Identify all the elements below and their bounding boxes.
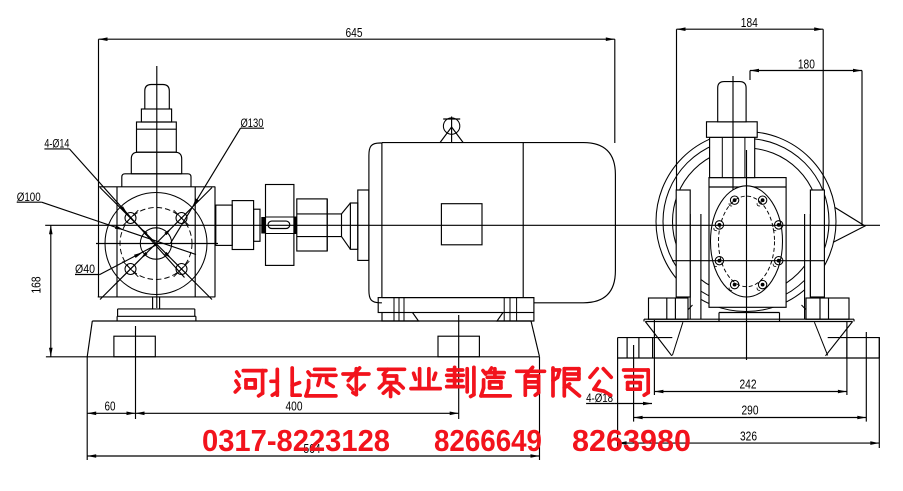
svg-text:8263980: 8263980 — [572, 424, 691, 458]
svg-text:180: 180 — [798, 57, 815, 71]
svg-text:184: 184 — [741, 16, 758, 30]
svg-text:290: 290 — [742, 404, 759, 418]
svg-text:242: 242 — [740, 378, 757, 392]
svg-text:645: 645 — [346, 26, 363, 40]
svg-text:8266649: 8266649 — [434, 424, 542, 458]
svg-text:Ø100: Ø100 — [17, 190, 41, 204]
svg-text:Ø130: Ø130 — [241, 116, 264, 130]
svg-text:168: 168 — [30, 276, 44, 293]
svg-text:564: 564 — [304, 442, 321, 456]
svg-text:60: 60 — [105, 400, 116, 414]
svg-text:4-Ø14: 4-Ø14 — [44, 137, 69, 151]
svg-text:400: 400 — [286, 400, 303, 414]
svg-text:326: 326 — [740, 429, 757, 443]
svg-text:0317-8223128: 0317-8223128 — [202, 424, 390, 458]
svg-text:Ø40: Ø40 — [75, 262, 95, 276]
